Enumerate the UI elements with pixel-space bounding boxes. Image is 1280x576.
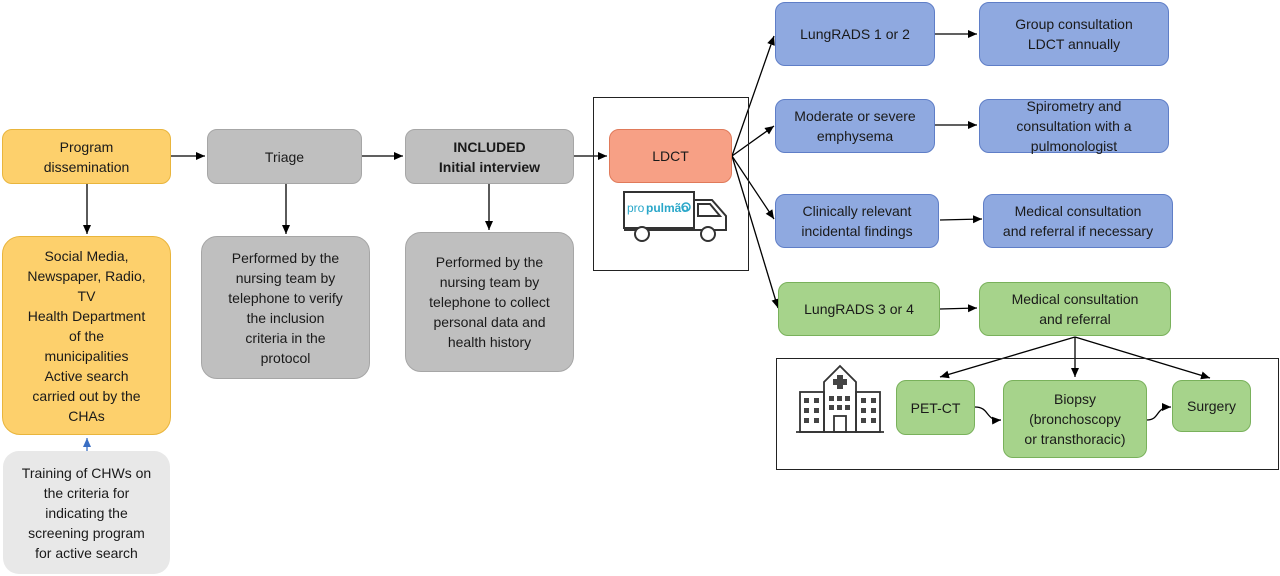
triage-description-box: Performed by the nursing team by telepho… — [201, 236, 370, 379]
medical-referral-label: Medical consultation and referral — [1011, 291, 1139, 327]
arrow-ldct-incidental — [731, 155, 775, 220]
pet-ct-box: PET-CT — [896, 380, 975, 435]
arrow-ldct-emphysema — [731, 125, 775, 157]
lungrads-3-4-box: LungRADS 3 or 4 — [778, 282, 940, 336]
biopsy-label: Biopsy (bronchoscopy or transthoracic) — [1024, 391, 1126, 447]
training-box: Training of CHWs on the criteria for ind… — [3, 451, 170, 574]
dissemination-channels-label: Social Media, Newspaper, Radio, TV Healt… — [27, 247, 146, 424]
interview-description-label: Performed by the nursing team by telepho… — [429, 254, 550, 350]
spirometry-box: Spirometry and consultation with a pulmo… — [979, 98, 1169, 154]
program-dissemination-box: Program dissemination — [2, 129, 171, 184]
surgery-label: Surgery — [1186, 398, 1237, 414]
ldct-label: LDCT — [652, 148, 689, 164]
truck-logo-pro: pro — [627, 201, 645, 215]
medical-referral-necessary-box: Medical consultation and referral if nec… — [983, 194, 1173, 248]
dissemination-channels-box: Social Media, Newspaper, Radio, TV Healt… — [2, 236, 171, 435]
treatment-frame — [776, 358, 1279, 470]
ldct-box: LDCT — [609, 129, 732, 183]
group-consultation-box: Group consultation LDCT annually — [979, 2, 1169, 66]
hospital-icon — [796, 364, 884, 433]
triage-description-label: Performed by the nursing team by telepho… — [228, 249, 343, 366]
included-box: INCLUDED Initial interview — [405, 129, 574, 184]
incidental-findings-label: Clinically relevant incidental findings — [801, 203, 913, 239]
incidental-findings-box: Clinically relevant incidental findings — [775, 194, 939, 248]
group-consultation-label: Group consultation LDCT annually — [1015, 16, 1133, 52]
biopsy-box: Biopsy (bronchoscopy or transthoracic) — [1003, 380, 1147, 458]
training-label: Training of CHWs on the criteria for ind… — [21, 464, 152, 561]
lungrads-1-2-label: LungRADS 1 or 2 — [800, 26, 910, 42]
truck-icon: pro pulmão — [623, 191, 727, 242]
surgery-box: Surgery — [1172, 380, 1251, 432]
included-title: INCLUDED — [453, 138, 526, 155]
triage-label: Triage — [264, 148, 305, 165]
arrow-lungrads34-medical — [939, 304, 978, 313]
arrow-medical-surgery — [1074, 336, 1211, 380]
arrow-ldct-lungrads34 — [731, 155, 780, 309]
interview-description-box: Performed by the nursing team by telepho… — [405, 232, 574, 372]
ldct-frame — [593, 97, 749, 271]
emphysema-label: Moderate or severe emphysema — [794, 108, 916, 144]
included-subtitle: Initial interview — [438, 158, 541, 175]
spirometry-label: Spirometry and consultation with a pulmo… — [1016, 98, 1132, 154]
lungrads-1-2-box: LungRADS 1 or 2 — [775, 2, 935, 66]
arrow-medical-petct — [939, 336, 1076, 379]
program-dissemination-label: Program dissemination — [43, 138, 130, 175]
medical-referral-box: Medical consultation and referral — [979, 282, 1171, 336]
pet-ct-label: PET-CT — [910, 399, 961, 416]
arrow-biopsy-surgery — [1146, 403, 1172, 421]
arrow-incidental-medical — [939, 215, 983, 224]
arrow-petct-biopsy — [974, 406, 1002, 425]
medical-referral-necessary-label: Medical consultation and referral if nec… — [1002, 203, 1154, 239]
lungrads-3-4-label: LungRADS 3 or 4 — [804, 301, 914, 317]
triage-box: Triage — [207, 129, 362, 184]
emphysema-box: Moderate or severe emphysema — [775, 99, 935, 153]
truck-logo-pulmao: pulmão — [646, 201, 689, 215]
arrow-ldct-lungrads12 — [731, 35, 775, 157]
